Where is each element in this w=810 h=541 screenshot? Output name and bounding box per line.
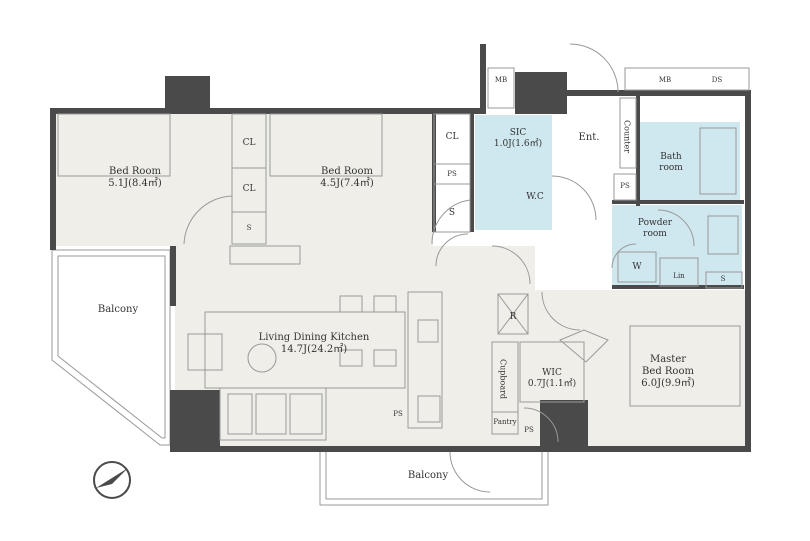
sic-name: SIC [509, 128, 527, 138]
master-size: 6.0J(9.9㎡) [641, 378, 695, 389]
ldk-label: Living Dining Kitchen 14.7J(24.2㎡) [246, 332, 382, 356]
storage-3-label: S [720, 275, 726, 283]
bath-room-label: Bath room [646, 152, 696, 174]
north-arrow-icon [93, 461, 131, 499]
closet-1-label: CL [242, 138, 256, 148]
ldk-name: Living Dining Kitchen [258, 332, 370, 343]
bed-room-1-name: Bed Room [109, 166, 161, 177]
bed-room-1-label: Bed Room 5.1J(8.4㎡) [90, 166, 180, 190]
cupboard-label: Cupboard [498, 358, 508, 400]
washer-label: W [632, 262, 642, 272]
wic-size: 0.7J(1.1㎡) [527, 378, 577, 389]
wic-label: WIC 0.7J(1.1㎡) [522, 368, 582, 390]
pipe-space-2-label: PS [620, 182, 630, 190]
storage-2-label: S [448, 208, 456, 218]
mb-2-label: MB [658, 76, 672, 84]
wic-name: WIC [542, 368, 562, 378]
balcony-bottom-label: Balcony [407, 470, 449, 481]
master-bed-room-label: Master Bed Room 6.0J(9.9㎡) [630, 354, 706, 390]
closet-2-label: CL [242, 184, 256, 194]
counter-label: Counter [622, 120, 632, 154]
interior-lines [57, 67, 750, 441]
floor-fill [55, 112, 745, 446]
closet-3-label: CL [445, 132, 459, 142]
pipe-space-1-label: PS [447, 170, 457, 178]
bath-name-2: room [659, 162, 683, 173]
balcony-left-area [51, 249, 171, 446]
balcony-bottom-area [319, 450, 549, 506]
bed-room-2-name: Bed Room [321, 166, 373, 177]
pantry-label: Pantry [493, 418, 517, 426]
bed-room-2-label: Bed Room 4.5J(7.4㎡) [302, 166, 392, 190]
wc-label: W.C [526, 192, 544, 202]
ds-label: DS [711, 76, 723, 84]
sic-size: 1.0J(1.6㎡) [493, 138, 543, 149]
mb-1-label: MB [494, 76, 508, 84]
master-name-2: Bed Room [642, 366, 694, 377]
master-name: Master [649, 354, 687, 365]
door-swings [183, 43, 695, 493]
powder-name-2: room [643, 228, 667, 239]
bed-room-2-size: 4.5J(7.4㎡) [320, 178, 374, 189]
bed-room-1-size: 5.1J(8.4㎡) [108, 178, 162, 189]
storage-1-label: S [246, 224, 252, 232]
balcony-left-label: Balcony [97, 304, 139, 315]
refrigerator-label: R [509, 312, 517, 322]
pipe-space-4-label: PS [524, 426, 534, 434]
bath-name: Bath [660, 152, 682, 162]
entrance-label: Ent. [578, 132, 600, 143]
powder-name: Powder [637, 218, 673, 228]
powder-room-label: Powder room [630, 218, 680, 240]
pipe-space-3-label: PS [393, 410, 403, 418]
linen-label: Lin [673, 272, 685, 280]
ldk-size: 14.7J(24.2㎡) [280, 344, 348, 355]
sic-label: SIC 1.0J(1.6㎡) [488, 128, 548, 150]
